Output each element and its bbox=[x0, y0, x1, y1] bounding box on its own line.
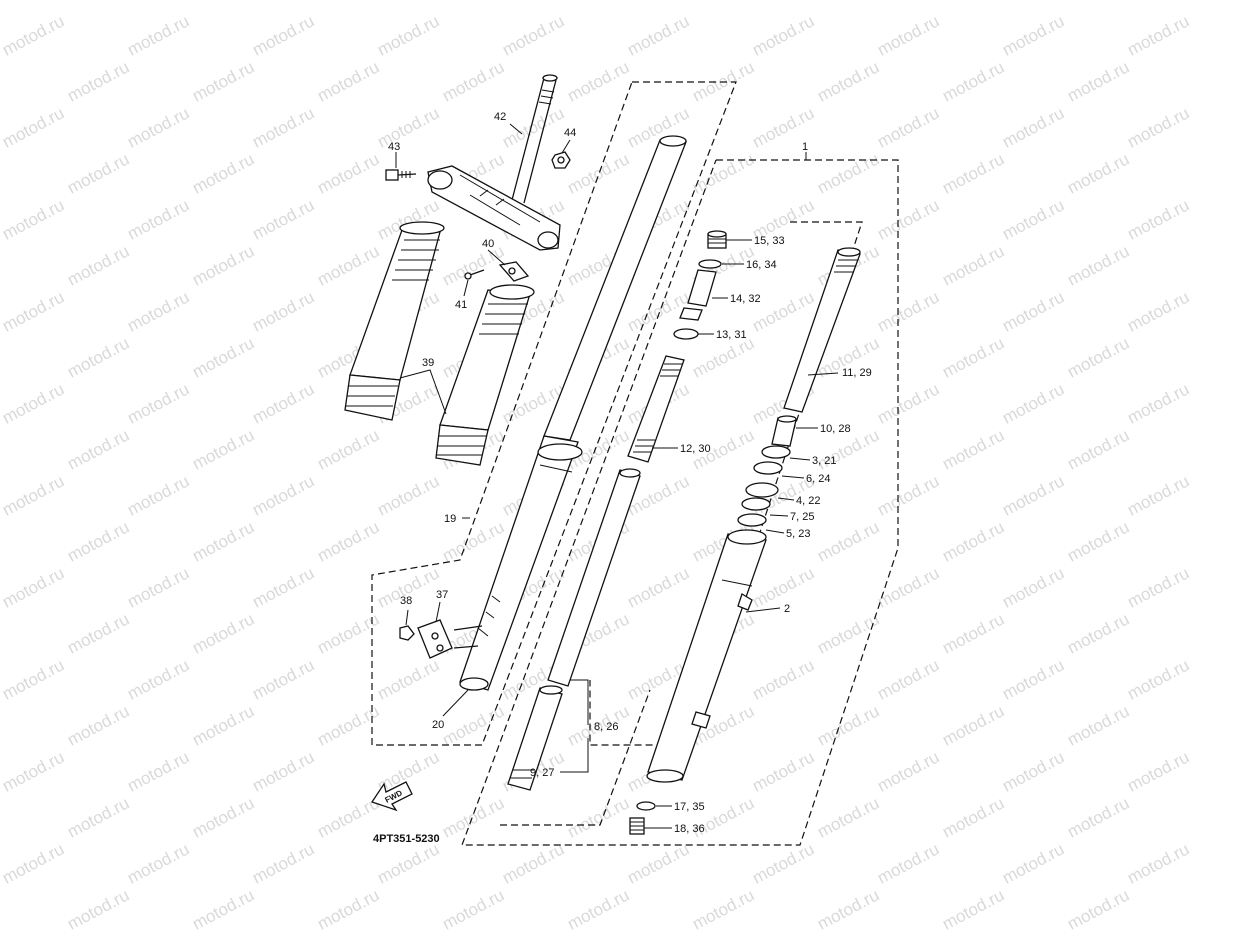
label-37: 37 bbox=[436, 589, 448, 601]
label-9-27: 9, 27 bbox=[530, 767, 554, 779]
label-42: 42 bbox=[494, 111, 506, 123]
spacer-14 bbox=[679, 269, 717, 321]
oil-seal-4 bbox=[745, 482, 779, 498]
diagram-code: 4PT351-5230 bbox=[373, 833, 440, 845]
label-7-25: 7, 25 bbox=[790, 511, 814, 523]
label-11-29: 11, 29 bbox=[842, 367, 872, 379]
bolt-43 bbox=[385, 169, 417, 181]
drain-bolt-18 bbox=[629, 817, 645, 835]
washer-13 bbox=[673, 328, 699, 340]
bolt-38 bbox=[399, 625, 415, 641]
outer-tube-2 bbox=[646, 529, 767, 783]
inner-outline-b bbox=[500, 689, 651, 826]
label-39: 39 bbox=[422, 357, 434, 369]
nut-44 bbox=[551, 151, 571, 169]
label-38: 38 bbox=[400, 595, 412, 607]
damper-rod-9 bbox=[507, 685, 563, 791]
fork-assembly-20 bbox=[459, 135, 687, 691]
label-19: 19 bbox=[444, 513, 456, 525]
screw-41 bbox=[464, 269, 485, 280]
seal-6 bbox=[753, 461, 783, 475]
bushing-5 bbox=[737, 513, 767, 527]
label-15-33: 15, 33 bbox=[754, 235, 785, 247]
label-8-26: 8, 26 bbox=[594, 721, 618, 733]
label-5-23: 5, 23 bbox=[786, 528, 810, 540]
label-3-21: 3, 21 bbox=[812, 455, 836, 467]
label-43: 43 bbox=[388, 141, 400, 153]
bracket-37 bbox=[417, 619, 483, 659]
label-1: 1 bbox=[802, 141, 808, 153]
o-ring-16 bbox=[698, 259, 722, 269]
washer-17 bbox=[636, 801, 656, 811]
label-16-34: 16, 34 bbox=[746, 259, 777, 271]
steering-stem bbox=[511, 74, 558, 204]
label-40: 40 bbox=[482, 238, 494, 250]
fork-boot-left bbox=[344, 221, 445, 421]
label-12-30: 12, 30 bbox=[680, 443, 711, 455]
group-outline-19 bbox=[371, 81, 737, 746]
rebound-spring-10 bbox=[771, 415, 797, 447]
dust-seal-3 bbox=[761, 445, 791, 459]
cable-holder-40 bbox=[498, 261, 530, 282]
label-18-36: 18, 36 bbox=[674, 823, 705, 835]
label-6-24: 6, 24 bbox=[806, 473, 830, 485]
label-13-31: 13, 31 bbox=[716, 329, 747, 341]
fork-boot-right bbox=[435, 284, 535, 466]
label-2: 2 bbox=[784, 603, 790, 615]
fork-spring-12 bbox=[627, 355, 685, 463]
label-20: 20 bbox=[432, 719, 444, 731]
label-14-32: 14, 32 bbox=[730, 293, 761, 305]
washer-7 bbox=[741, 497, 771, 511]
fwd-arrow-icon: FWD bbox=[370, 781, 413, 812]
label-44: 44 bbox=[564, 127, 576, 139]
label-10-28: 10, 28 bbox=[820, 423, 851, 435]
cap-bolt-15 bbox=[707, 230, 727, 249]
damper-rod-11 bbox=[783, 247, 861, 413]
label-17-35: 17, 35 bbox=[674, 801, 705, 813]
label-41: 41 bbox=[455, 299, 467, 311]
leader-lines bbox=[395, 123, 839, 829]
inner-tube-8 bbox=[547, 468, 641, 687]
label-4-22: 4, 22 bbox=[796, 495, 820, 507]
under-bracket bbox=[427, 165, 561, 251]
group-outline-1 bbox=[461, 159, 899, 846]
callout-labels: 42 44 43 40 41 39 19 38 37 20 1 15, 33 1… bbox=[373, 111, 872, 845]
